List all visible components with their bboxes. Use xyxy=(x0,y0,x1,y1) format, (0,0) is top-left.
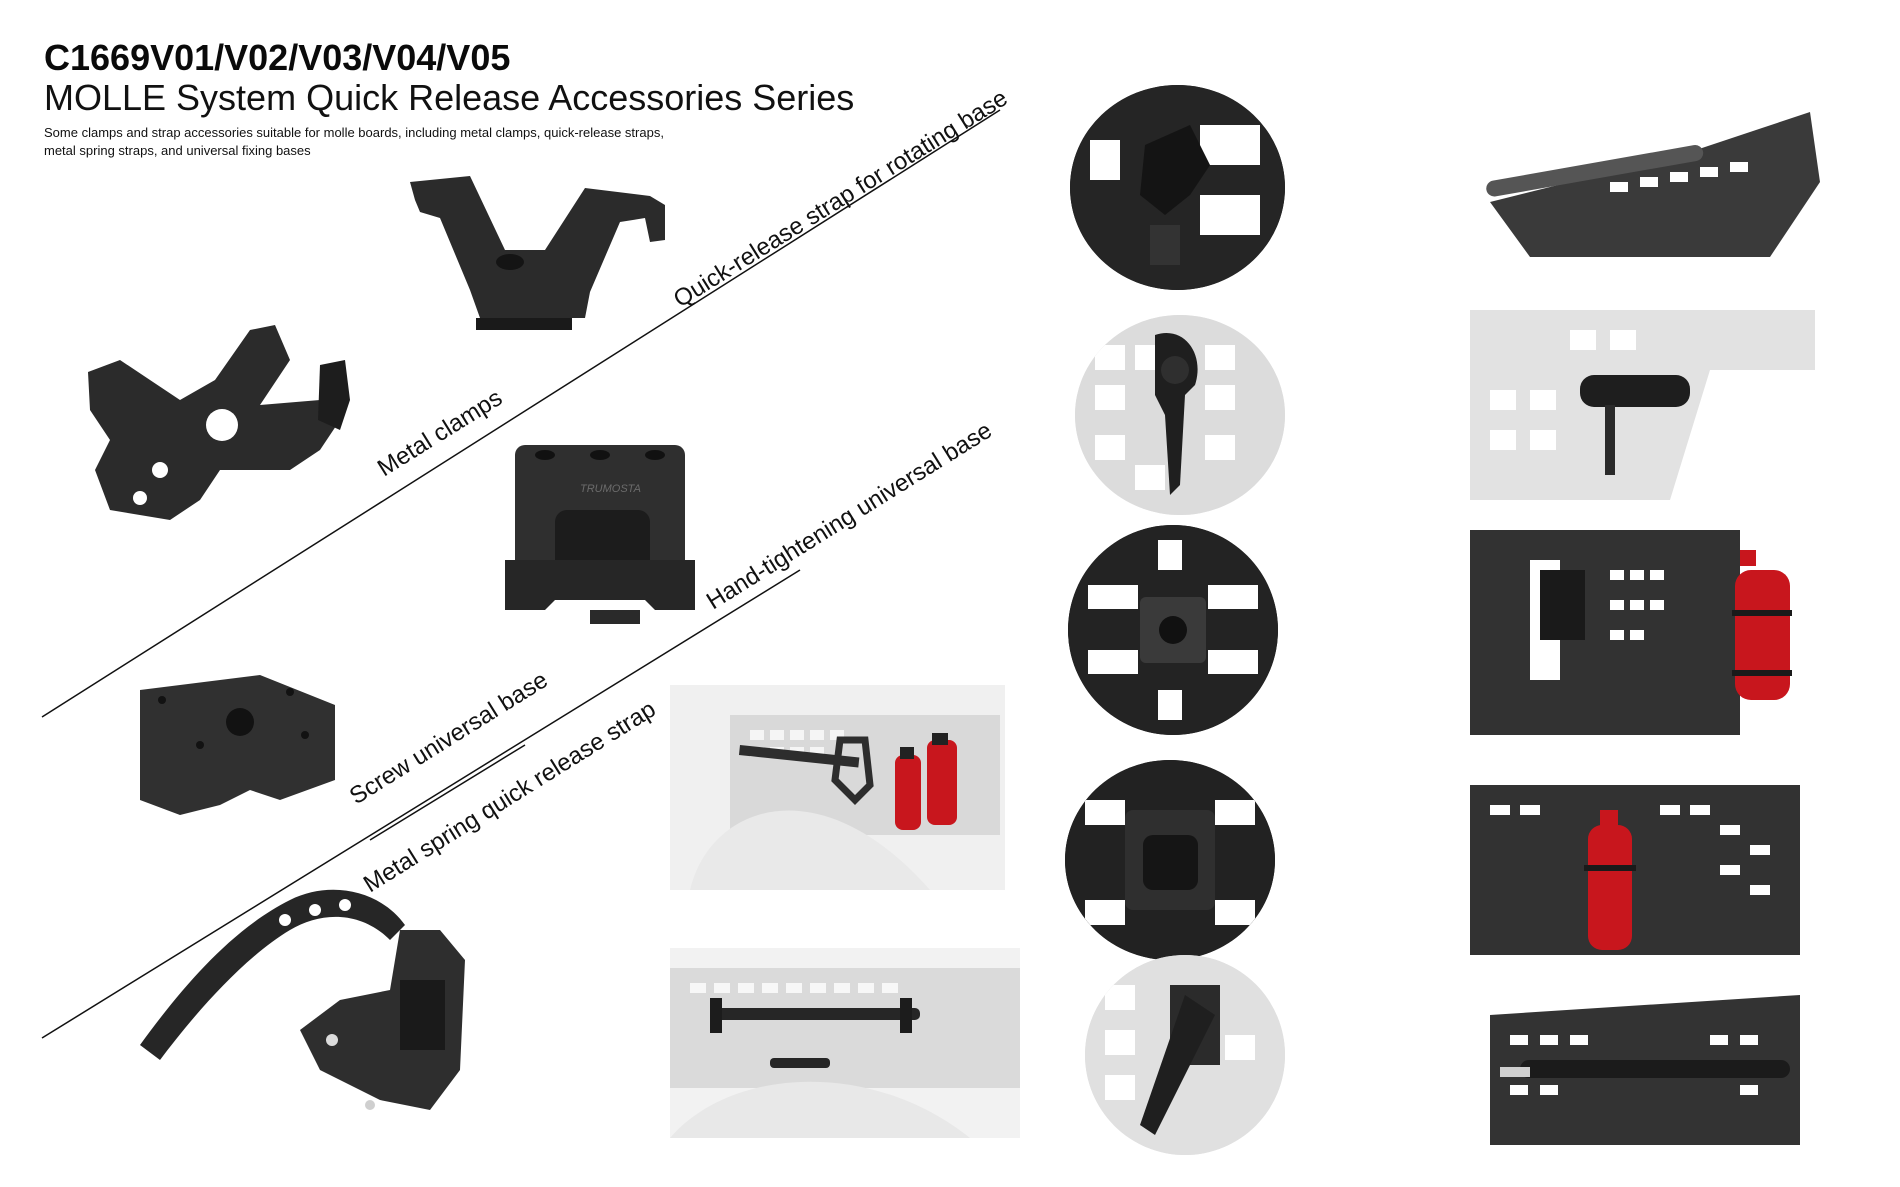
hand-tightening-base-render: TRUMOSTA xyxy=(505,445,695,624)
app-dark-panel-tube-2 xyxy=(1480,975,1810,1145)
label-spring-strap: Metal spring quick release strap xyxy=(359,696,661,898)
description: Some clamps and strap accessories suitab… xyxy=(44,124,744,160)
label-rotating-base-strap: Quick-release strap for rotating base xyxy=(669,84,1013,313)
app-dark-panel-extinguisher-2 xyxy=(1470,785,1800,955)
app-dark-panel-tube xyxy=(1470,82,1820,257)
model-codes: C1669V01/V02/V03/V04/V05 xyxy=(44,37,511,78)
divider-line-2 xyxy=(41,569,801,1039)
app-white-panel-flashlight xyxy=(1470,310,1815,500)
app-dark-panel-extinguisher xyxy=(1470,530,1810,735)
detail-screw-base-circle xyxy=(1068,525,1278,735)
header: C1669V01/V02/V03/V04/V05 MOLLE System Qu… xyxy=(44,38,854,160)
photo-truck-bed-tools xyxy=(670,948,1020,1138)
detail-rotating-strap-circle xyxy=(1070,85,1285,290)
photo-truck-bed-extinguishers xyxy=(670,685,1005,890)
spring-strap-render xyxy=(140,889,465,1110)
rotating-base-strap-render xyxy=(410,176,665,330)
description-line-1: Some clamps and strap accessories suitab… xyxy=(44,125,664,140)
divider-line-short xyxy=(369,744,526,841)
screw-base-render xyxy=(140,675,335,815)
detail-hand-base-circle xyxy=(1065,760,1275,960)
divider-line-1 xyxy=(41,109,1001,718)
series-title: MOLLE System Quick Release Accessories S… xyxy=(44,77,855,118)
detail-white-panel-strap-circle xyxy=(1075,315,1285,515)
product-logo: TRUMOSTA xyxy=(580,483,641,495)
description-line-2: metal spring straps, and universal fixin… xyxy=(44,143,311,158)
label-metal-clamps: Metal clamps xyxy=(373,384,507,482)
label-hand-tightening-base: Hand-tightening universal base xyxy=(702,417,997,615)
detail-spring-strap-circle xyxy=(1085,955,1285,1155)
metal-clamp-render xyxy=(88,325,350,520)
